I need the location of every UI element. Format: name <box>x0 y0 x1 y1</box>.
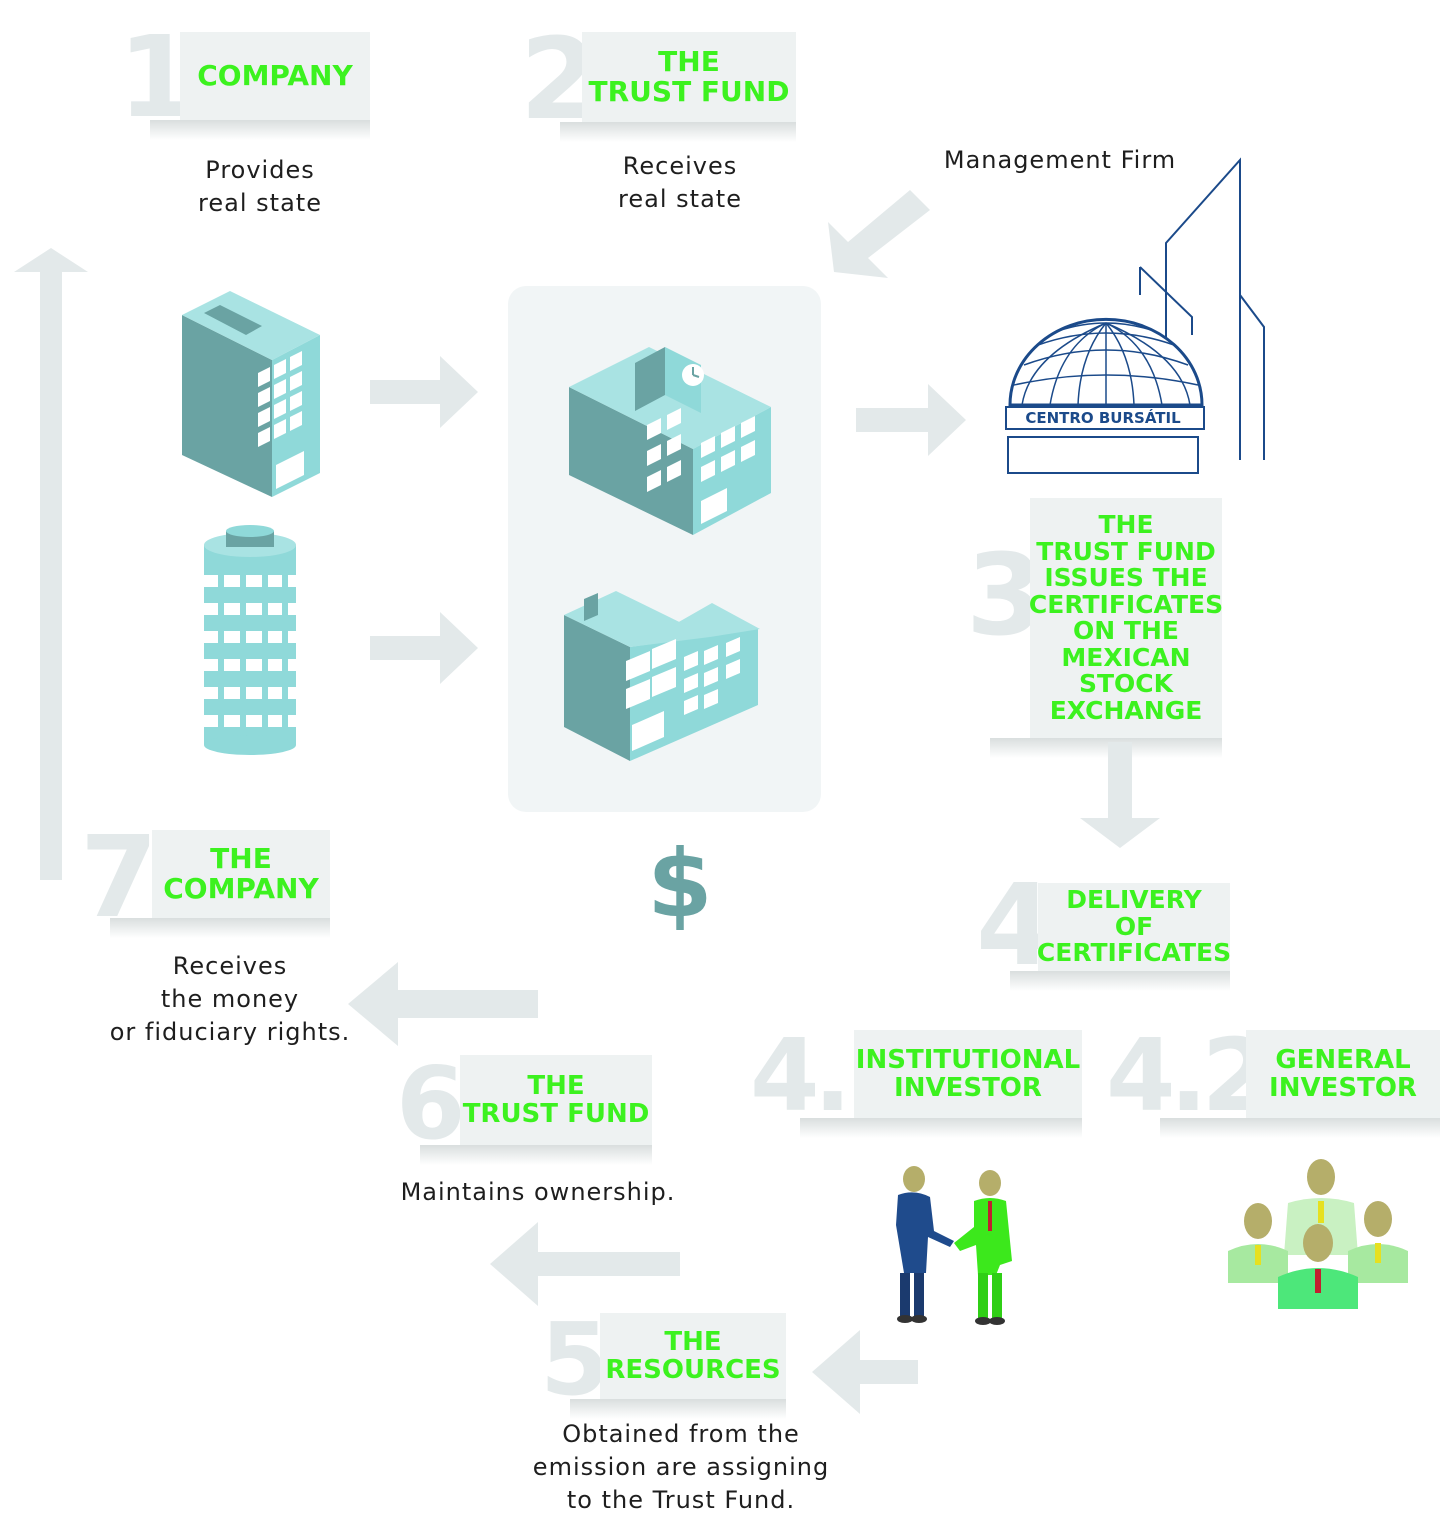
step-5-desc: Obtained from the emission are assigning… <box>532 1420 830 1515</box>
clock-building-icon <box>569 347 771 535</box>
step-4-title: DELIVERY OF CERTIFICATES <box>1037 883 1231 971</box>
office-building-icon <box>182 291 320 497</box>
step-1-title: COMPANY <box>180 32 370 120</box>
step-5-number: 5 <box>540 1301 610 1418</box>
round-tower-icon <box>204 525 296 755</box>
step-4-2-title: GENERAL INVESTOR <box>1246 1030 1440 1118</box>
step-6-desc: Maintains ownership. <box>400 1178 676 1206</box>
step-7-number: 7 <box>80 813 158 943</box>
campus-building-icon <box>564 591 760 761</box>
management-firm-label: Management Firm <box>943 146 1177 174</box>
step-7-desc: Receives the money or fiduciary rights. <box>109 952 351 1047</box>
stock-exchange-logo <box>1005 157 1265 474</box>
step-2-desc: Receives real state <box>618 152 742 214</box>
handshake-icon <box>896 1166 1012 1325</box>
step-6-title: THE TRUST FUND <box>460 1055 652 1145</box>
step-7-title: THE COMPANY <box>152 830 330 918</box>
step-6-number: 6 <box>396 1045 466 1162</box>
stock-exchange-logo-text: CENTRO BURSÁTIL <box>1025 409 1181 427</box>
step-1-desc: Provides real state <box>198 156 322 218</box>
step-4-2-number: 4.2 <box>1106 1017 1271 1134</box>
step-5-title: THE RESOURCES <box>600 1313 786 1399</box>
dollar-icon: $ <box>647 830 713 939</box>
investors-group-icon <box>1228 1159 1408 1309</box>
step-2-title: THE TRUST FUND <box>582 32 796 122</box>
step-3-title: THE TRUST FUND ISSUES THE CERTIFICATES O… <box>1029 498 1223 738</box>
step-4-1-title: INSTITUTIONAL INVESTOR <box>854 1030 1082 1118</box>
